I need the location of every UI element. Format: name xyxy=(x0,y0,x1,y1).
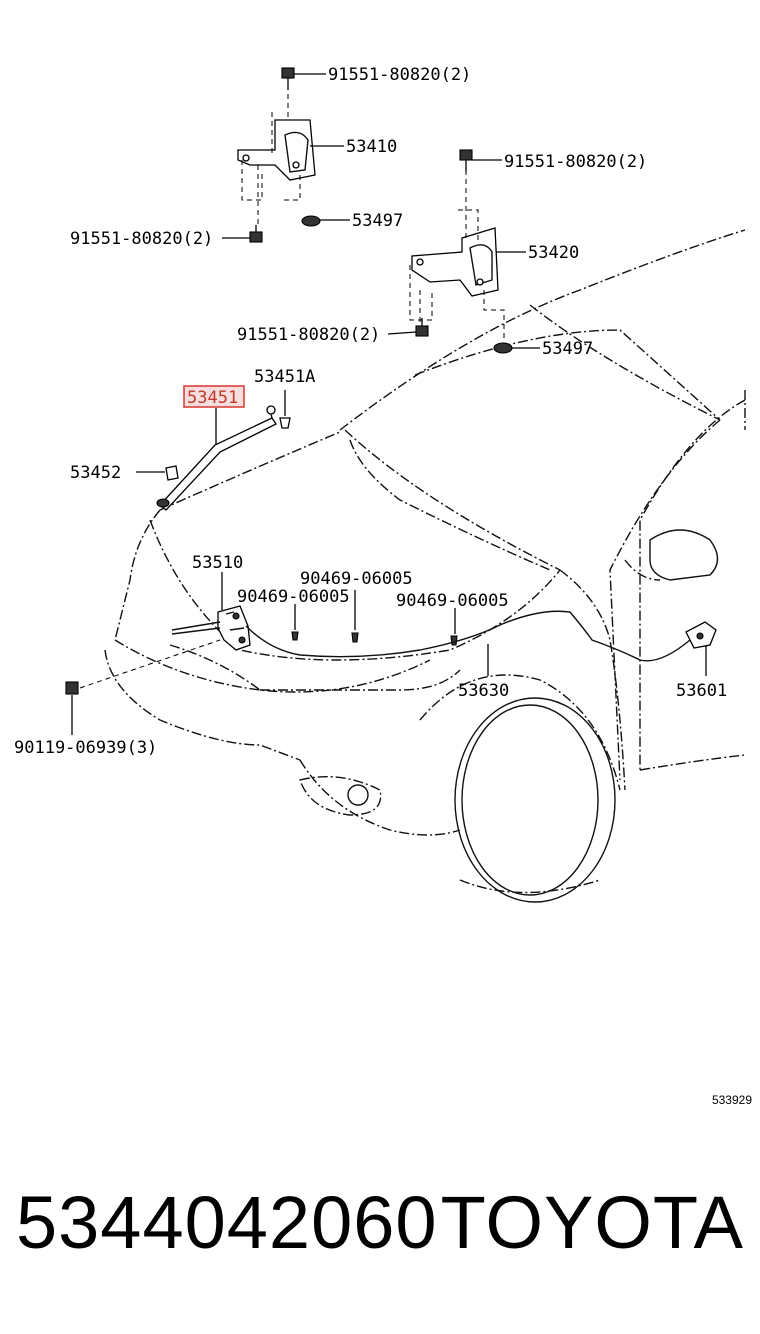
clips xyxy=(291,631,458,646)
label-bolt-latch: 90119-06939(3) xyxy=(14,738,157,758)
label-bolt-hinge-right-top: 91551-80820(2) xyxy=(504,152,647,172)
bolt-hinge-left-top xyxy=(281,67,295,90)
label-latch: 53510 xyxy=(192,553,243,573)
bolt-hinge-right-side xyxy=(415,318,429,337)
label-release-cable: 53630 xyxy=(458,681,509,701)
figure-code: 533929 xyxy=(711,1093,752,1107)
label-washer-left: 53497 xyxy=(352,211,403,231)
bolt-hinge-left-side xyxy=(249,225,263,243)
washer-left xyxy=(301,215,321,227)
label-hinge-right: 53420 xyxy=(528,243,579,263)
highlight-box xyxy=(183,385,245,408)
label-bolt-hinge-left-side: 91551-80820(2) xyxy=(70,229,213,249)
label-clip-b: 90469-06005 xyxy=(237,587,350,607)
rod-grommet xyxy=(156,498,170,508)
label-hinge-left: 53410 xyxy=(346,137,397,157)
label-bolt-hinge-left-top: 91551-80820(2) xyxy=(328,65,471,85)
hood-support-rod xyxy=(159,405,277,511)
vehicle-outline xyxy=(104,229,746,903)
hood-latch xyxy=(171,605,251,651)
brand-name: TOYOTA xyxy=(440,1181,744,1264)
bolt-hinge-right-top xyxy=(459,149,473,172)
hood-hinge-right xyxy=(409,170,505,340)
label-rod-clip: 53451A xyxy=(254,367,315,387)
footer: 5344042060 TOYOTA xyxy=(0,1180,760,1290)
release-cable xyxy=(245,610,691,662)
label-bolt-hinge-right-side: 91551-80820(2) xyxy=(237,325,380,345)
part-number: 5344042060 xyxy=(16,1181,438,1264)
label-rod-holder: 53452 xyxy=(70,463,121,483)
label-support-rod: 53451 xyxy=(187,388,238,408)
label-washer-right: 53497 xyxy=(542,339,593,359)
release-lever xyxy=(685,621,717,649)
label-clip-c: 90469-06005 xyxy=(396,591,509,611)
hood-hinge-left xyxy=(237,85,316,228)
leader-lines xyxy=(71,73,707,735)
rod-holder xyxy=(165,465,179,481)
label-clip-a: 90469-06005 xyxy=(300,569,413,589)
bolt-latch xyxy=(65,639,221,695)
rod-clip xyxy=(279,417,291,429)
label-release-lever: 53601 xyxy=(676,681,727,701)
hood-parts-diagram: 91551-80820(2) 53410 53497 91551-80820(2… xyxy=(14,65,746,903)
washer-right xyxy=(493,342,513,354)
